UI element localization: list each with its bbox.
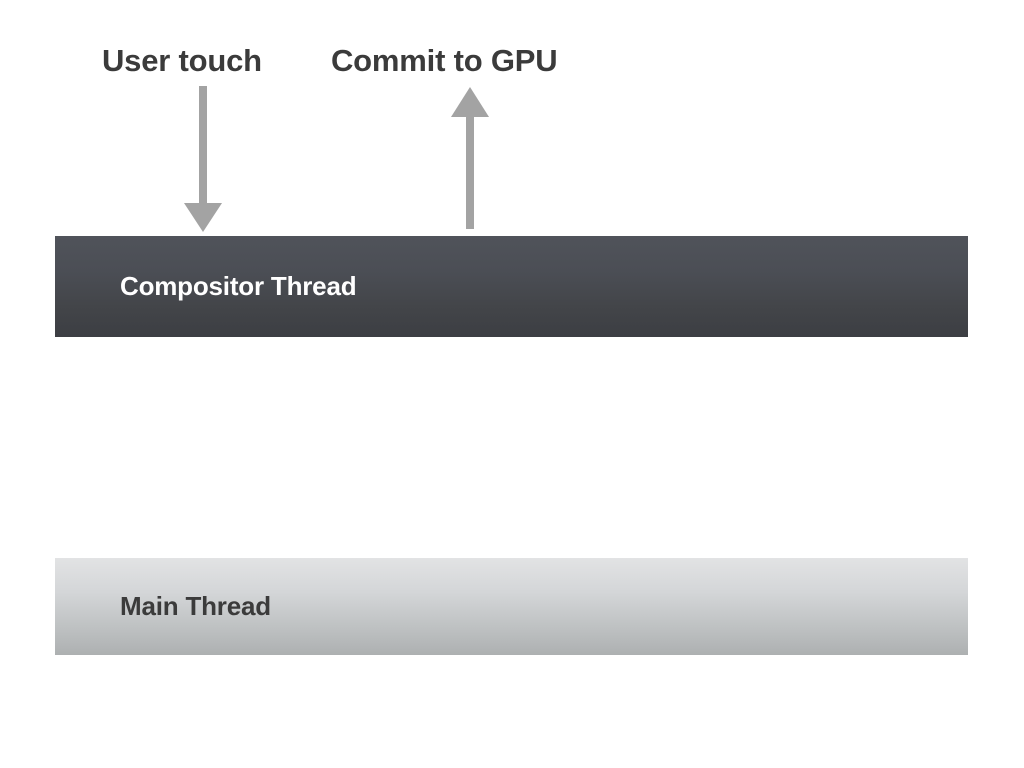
thread-label-main-thread: Main Thread — [120, 591, 271, 621]
thread-bar-compositor-thread: Compositor Thread — [55, 236, 968, 337]
arrow-down-icon-user-touch — [184, 86, 222, 232]
thread-bar-main-thread: Main Thread — [55, 558, 968, 655]
thread-label-compositor-thread: Compositor Thread — [120, 271, 357, 301]
annotation-label-user-touch: User touch — [102, 43, 262, 78]
annotation-label-commit-to-gpu: Commit to GPU — [331, 43, 558, 78]
arrow-up-icon-commit-to-gpu — [451, 87, 489, 229]
